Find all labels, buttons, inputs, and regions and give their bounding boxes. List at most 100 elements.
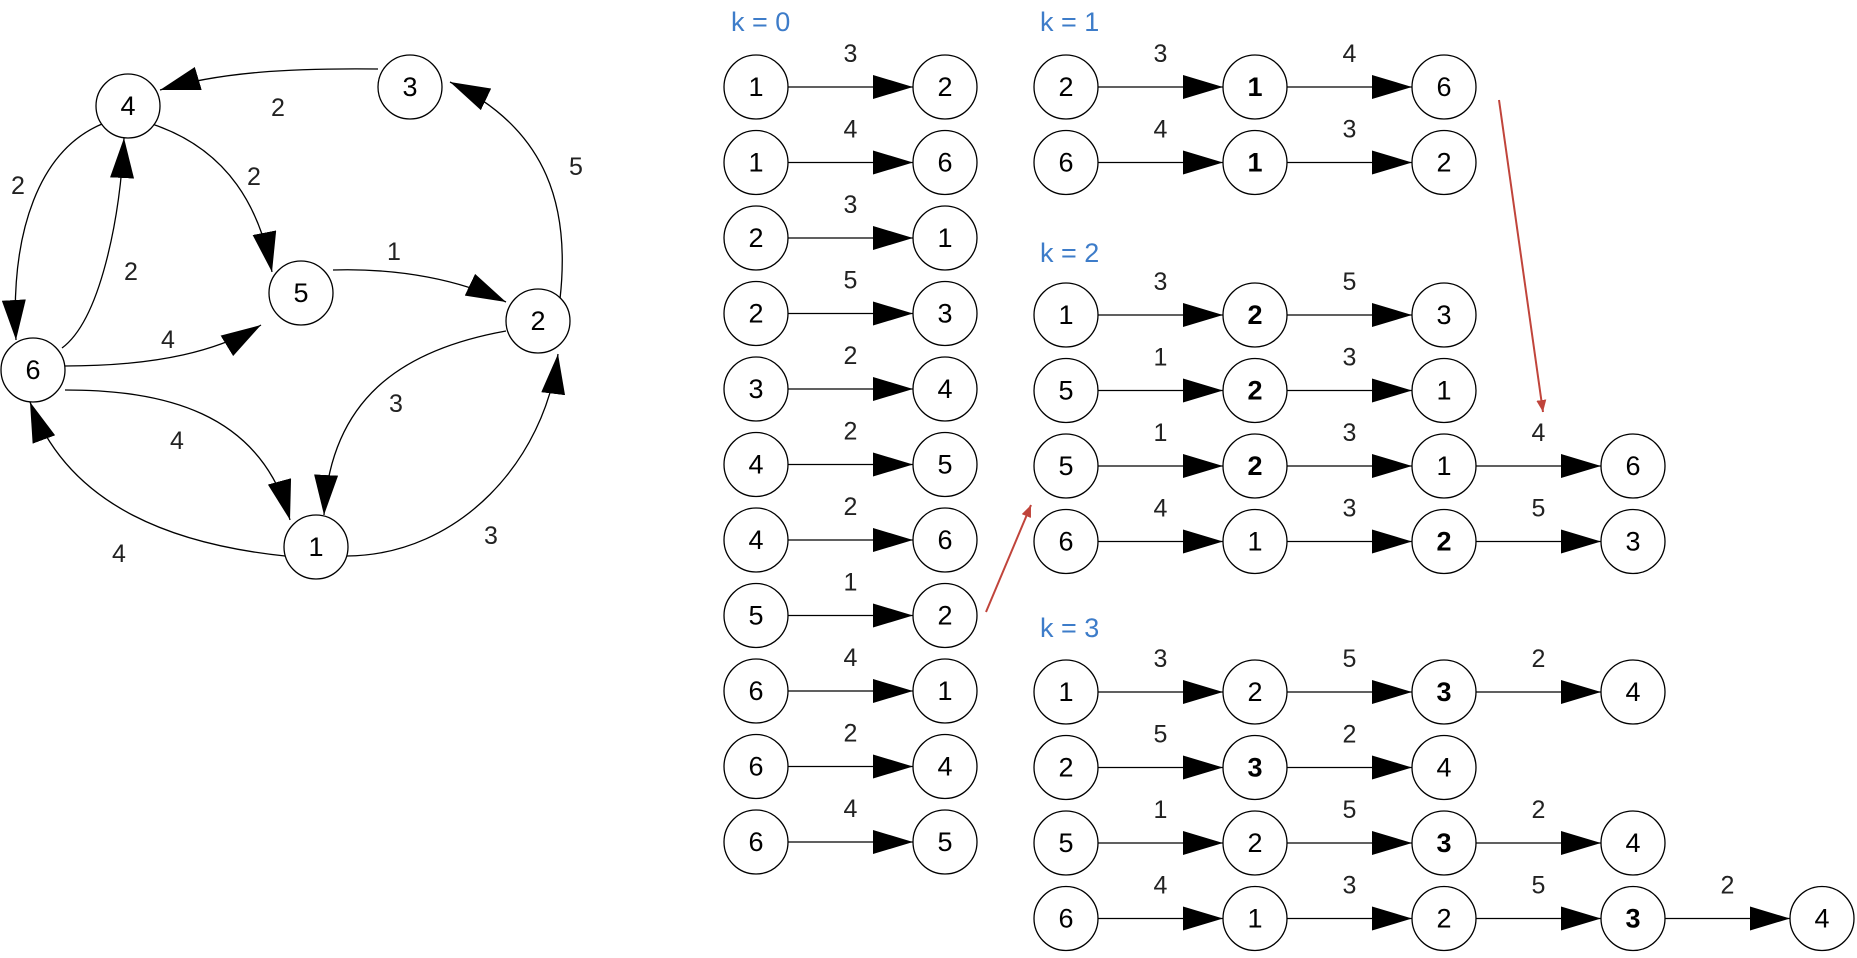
path-node — [1411, 433, 1477, 499]
path-node-label-intermediate: 2 — [1247, 451, 1262, 481]
path-edge-weight: 5 — [1532, 872, 1546, 900]
path-node — [1411, 810, 1477, 876]
graph-node-3 — [377, 54, 443, 120]
path-node-label: 4 — [748, 450, 763, 480]
graph-node-1 — [283, 514, 349, 580]
path-node-label-intermediate: 3 — [1436, 677, 1451, 707]
path-node-label: 5 — [937, 450, 952, 480]
path-node — [912, 205, 978, 271]
path-edge-weight: 5 — [1154, 721, 1168, 749]
path-node-label-intermediate: 1 — [1247, 148, 1262, 178]
highlight-arrow-k0-to-k2 — [985, 504, 1032, 613]
path-node — [1222, 734, 1288, 801]
path-edge-weight: 4 — [1154, 116, 1168, 144]
path-node-label: 4 — [1625, 828, 1640, 858]
path-edge-weight: 3 — [1343, 495, 1357, 523]
path-node — [1600, 810, 1666, 876]
path-node-label: 3 — [1436, 300, 1451, 330]
graph-node-label-1: 1 — [308, 532, 323, 562]
path-node — [723, 356, 789, 422]
path-node-label: 4 — [937, 752, 952, 782]
path-edge-weight: 1 — [1154, 344, 1168, 372]
path-edge-weight: 5 — [844, 267, 858, 295]
path-node — [1411, 508, 1477, 575]
path-edge-weight: 5 — [1343, 796, 1357, 824]
path-node — [723, 54, 789, 120]
path-node-label: 1 — [1436, 451, 1451, 481]
path-node-label: 5 — [1058, 451, 1073, 481]
graph-edge-5-2 — [332, 269, 507, 303]
graph-edge-2-1 — [314, 330, 507, 516]
path-node — [1033, 885, 1099, 952]
path-node — [1789, 885, 1855, 952]
column-label-k-1: k = 1 — [1040, 7, 1099, 37]
path-node — [1600, 508, 1666, 575]
path-node — [1411, 282, 1477, 348]
path-edge-weight: 4 — [1532, 419, 1546, 447]
path-node — [1222, 810, 1288, 876]
path-edge-weight: 2 — [844, 493, 858, 521]
path-node-label: 1 — [1058, 300, 1073, 330]
path-edge-weight: 3 — [844, 40, 858, 68]
path-node — [1033, 508, 1099, 575]
graph-node-label-5: 5 — [293, 278, 308, 308]
graph-edge-2-3 — [449, 81, 563, 300]
path-edge-weight: 2 — [1532, 796, 1546, 824]
path-node — [723, 507, 789, 573]
graph-edge-weight-5-2: 1 — [387, 238, 401, 266]
path-node-label: 2 — [1058, 72, 1073, 102]
graph-edge-4-6 — [1, 123, 103, 341]
path-node-label: 1 — [1058, 677, 1073, 707]
path-node — [1411, 734, 1477, 801]
path-node-label: 4 — [937, 374, 952, 404]
path-node — [723, 431, 789, 498]
path-edge-weight: 3 — [1343, 344, 1357, 372]
path-edge-weight: 2 — [1532, 645, 1546, 673]
path-node-label: 1 — [1436, 376, 1451, 406]
path-node — [1600, 433, 1666, 499]
path-node — [1222, 433, 1288, 499]
path-node — [1222, 282, 1288, 348]
path-node-label-intermediate: 3 — [1436, 828, 1451, 858]
graph-edge-6-4 — [61, 137, 135, 349]
path-node-label: 1 — [1247, 904, 1262, 934]
path-node-label: 6 — [937, 525, 952, 555]
path-node-label-intermediate: 1 — [1247, 72, 1262, 102]
path-edge-weight: 3 — [1343, 419, 1357, 447]
path-edge-weight: 3 — [844, 191, 858, 219]
graph-edge-weight-2-1: 3 — [389, 390, 403, 418]
column-label-k-3: k = 3 — [1040, 613, 1099, 643]
path-edge-weight: 3 — [1154, 268, 1168, 296]
path-edge-weight: 5 — [1343, 645, 1357, 673]
path-node — [1222, 129, 1288, 196]
path-node — [912, 431, 978, 498]
path-edge-weight: 1 — [844, 569, 858, 597]
path-node — [723, 582, 789, 649]
graph-edge-1-6 — [29, 401, 286, 557]
graph-edge-weight-1-6: 4 — [112, 540, 126, 568]
highlight-arrows — [985, 99, 1547, 613]
graph-edge-weight-4-6: 2 — [11, 172, 25, 200]
graph-edge-weight-1-2: 3 — [484, 522, 498, 550]
graph-edge-weight-4-5: 2 — [247, 163, 261, 191]
path-edge-weight: 2 — [1343, 721, 1357, 749]
path-node — [1222, 508, 1288, 575]
path-edge-weight: 3 — [1154, 645, 1168, 673]
path-node — [912, 280, 978, 347]
path-edge-weight: 5 — [1532, 495, 1546, 523]
path-node-label: 1 — [748, 148, 763, 178]
path-node-label-intermediate: 2 — [1436, 527, 1451, 557]
